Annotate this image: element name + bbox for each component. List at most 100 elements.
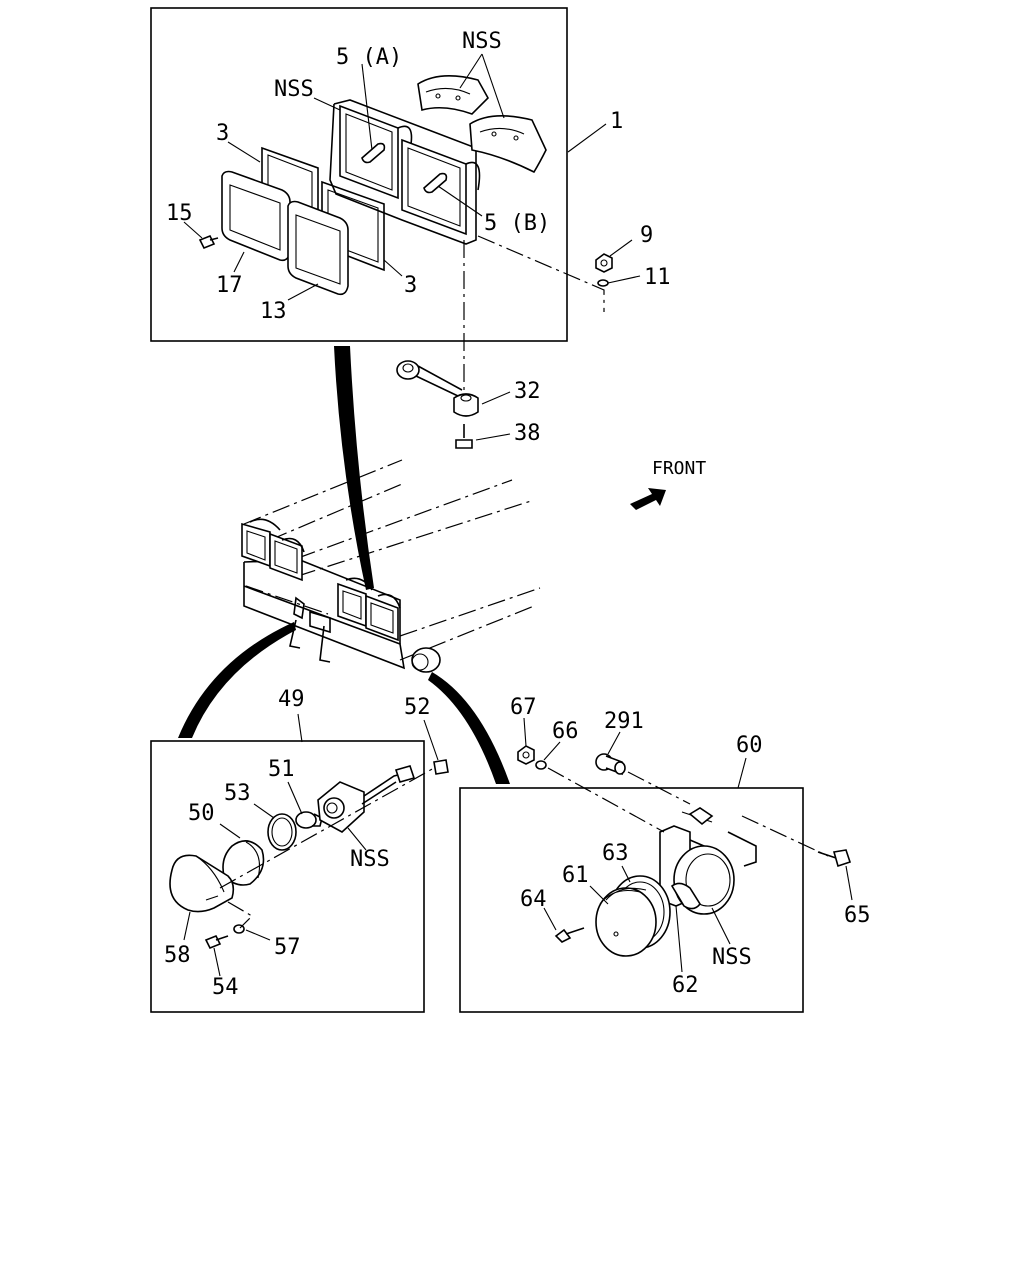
label-13: 13 xyxy=(260,299,287,324)
label-50: 50 xyxy=(188,801,215,826)
bulb-51 xyxy=(295,811,323,829)
label-62: 62 xyxy=(672,973,699,998)
packing-53 xyxy=(267,813,297,851)
screw-15 xyxy=(198,234,219,250)
side-lamp-detail-box xyxy=(150,740,425,1013)
label-291: 291 xyxy=(604,709,644,734)
lamp-cover-nss-1 xyxy=(417,75,489,115)
front-arrow-icon xyxy=(630,488,666,510)
centerline-bolt xyxy=(741,815,829,857)
bolt-38 xyxy=(455,424,473,449)
centerline-fog-lamp xyxy=(547,767,665,833)
leader-54 xyxy=(213,947,221,977)
leader-53 xyxy=(253,803,275,819)
leader-49 xyxy=(297,713,303,743)
label-nss-bracket: NSS xyxy=(274,77,314,102)
leader-52 xyxy=(423,719,439,761)
leader-nss-covers-b xyxy=(481,53,505,119)
washer-11 xyxy=(597,279,609,287)
washer-57 xyxy=(233,924,245,934)
label-nss-covers: NSS xyxy=(462,29,502,54)
leader-5b xyxy=(437,185,483,217)
socket-nss xyxy=(317,765,416,833)
label-61: 61 xyxy=(562,863,589,888)
label-49: 49 xyxy=(278,687,305,712)
label-17: 17 xyxy=(216,273,243,298)
leader-32 xyxy=(481,391,511,405)
leader-65 xyxy=(845,865,853,901)
leader-3-upper xyxy=(227,141,261,163)
grommet-291 xyxy=(595,753,626,776)
washer-66 xyxy=(535,760,547,770)
headlamp-bracket xyxy=(329,99,477,245)
leader-nss-socket xyxy=(347,827,367,851)
leader-67 xyxy=(523,717,527,747)
housing-58 xyxy=(169,854,235,913)
callout-band-top xyxy=(334,346,374,590)
label-65: 65 xyxy=(844,903,871,928)
label-66: 66 xyxy=(552,719,579,744)
leader-nss-fog xyxy=(711,907,731,945)
leader-17 xyxy=(233,251,245,273)
label-nss-fog: NSS xyxy=(712,945,752,970)
leader-57 xyxy=(245,929,271,941)
leader-nss-left xyxy=(313,97,341,111)
callout-band-left xyxy=(178,622,296,738)
callout-band-right xyxy=(428,672,510,784)
nut-67 xyxy=(517,745,535,765)
label-67: 67 xyxy=(510,695,537,720)
label-60: 60 xyxy=(736,733,763,758)
bolt-65 xyxy=(817,849,852,868)
label-38: 38 xyxy=(514,421,541,446)
label-64: 64 xyxy=(520,887,547,912)
bezel-13 xyxy=(287,200,349,296)
leader-1 xyxy=(567,123,607,153)
label-front: FRONT xyxy=(652,458,706,479)
lens-50 xyxy=(222,840,265,886)
label-51: 51 xyxy=(268,757,295,782)
label-5a: 5 (A) xyxy=(336,45,402,70)
label-58: 58 xyxy=(164,943,191,968)
leader-11 xyxy=(607,275,641,284)
leader-9 xyxy=(609,239,633,257)
centerline-grommet xyxy=(627,771,691,805)
label-9: 9 xyxy=(640,223,653,248)
lamp-cover-nss-2 xyxy=(469,115,547,174)
headlamp-unit-5a xyxy=(339,104,413,200)
centerline-side-screw xyxy=(227,901,253,929)
label-3-upper: 3 xyxy=(216,121,229,146)
leader-64 xyxy=(543,907,557,931)
leader-61 xyxy=(589,885,609,905)
leader-66 xyxy=(543,741,561,761)
label-57: 57 xyxy=(274,935,301,960)
fog-lamp-housing-nss xyxy=(670,845,735,915)
leader-5a xyxy=(361,63,373,151)
label-5b: 5 (B) xyxy=(484,211,550,236)
label-53: 53 xyxy=(224,781,251,806)
screw-54 xyxy=(204,934,229,950)
fog-lamp-detail-box xyxy=(459,787,804,1013)
label-1: 1 xyxy=(610,109,623,134)
vehicle-front-view xyxy=(241,459,541,673)
label-52: 52 xyxy=(404,695,431,720)
leader-3-lower xyxy=(383,259,403,277)
label-3-lower: 3 xyxy=(404,273,417,298)
leader-38 xyxy=(475,433,511,441)
headlamp-unit-5b xyxy=(401,138,481,236)
label-15: 15 xyxy=(166,201,193,226)
headlamp-detail-box xyxy=(150,7,568,342)
label-54: 54 xyxy=(212,975,239,1000)
label-nss-socket: NSS xyxy=(350,847,390,872)
leader-62 xyxy=(675,905,683,973)
screw-64 xyxy=(554,927,585,943)
leader-63 xyxy=(621,865,631,883)
leader-51 xyxy=(287,781,303,815)
leader-13 xyxy=(287,283,319,301)
nut-9 xyxy=(595,253,613,273)
lens-61 xyxy=(595,887,657,957)
leader-15 xyxy=(183,221,203,239)
leader-50 xyxy=(219,823,241,839)
connector-52 xyxy=(433,759,449,775)
label-32: 32 xyxy=(514,379,541,404)
